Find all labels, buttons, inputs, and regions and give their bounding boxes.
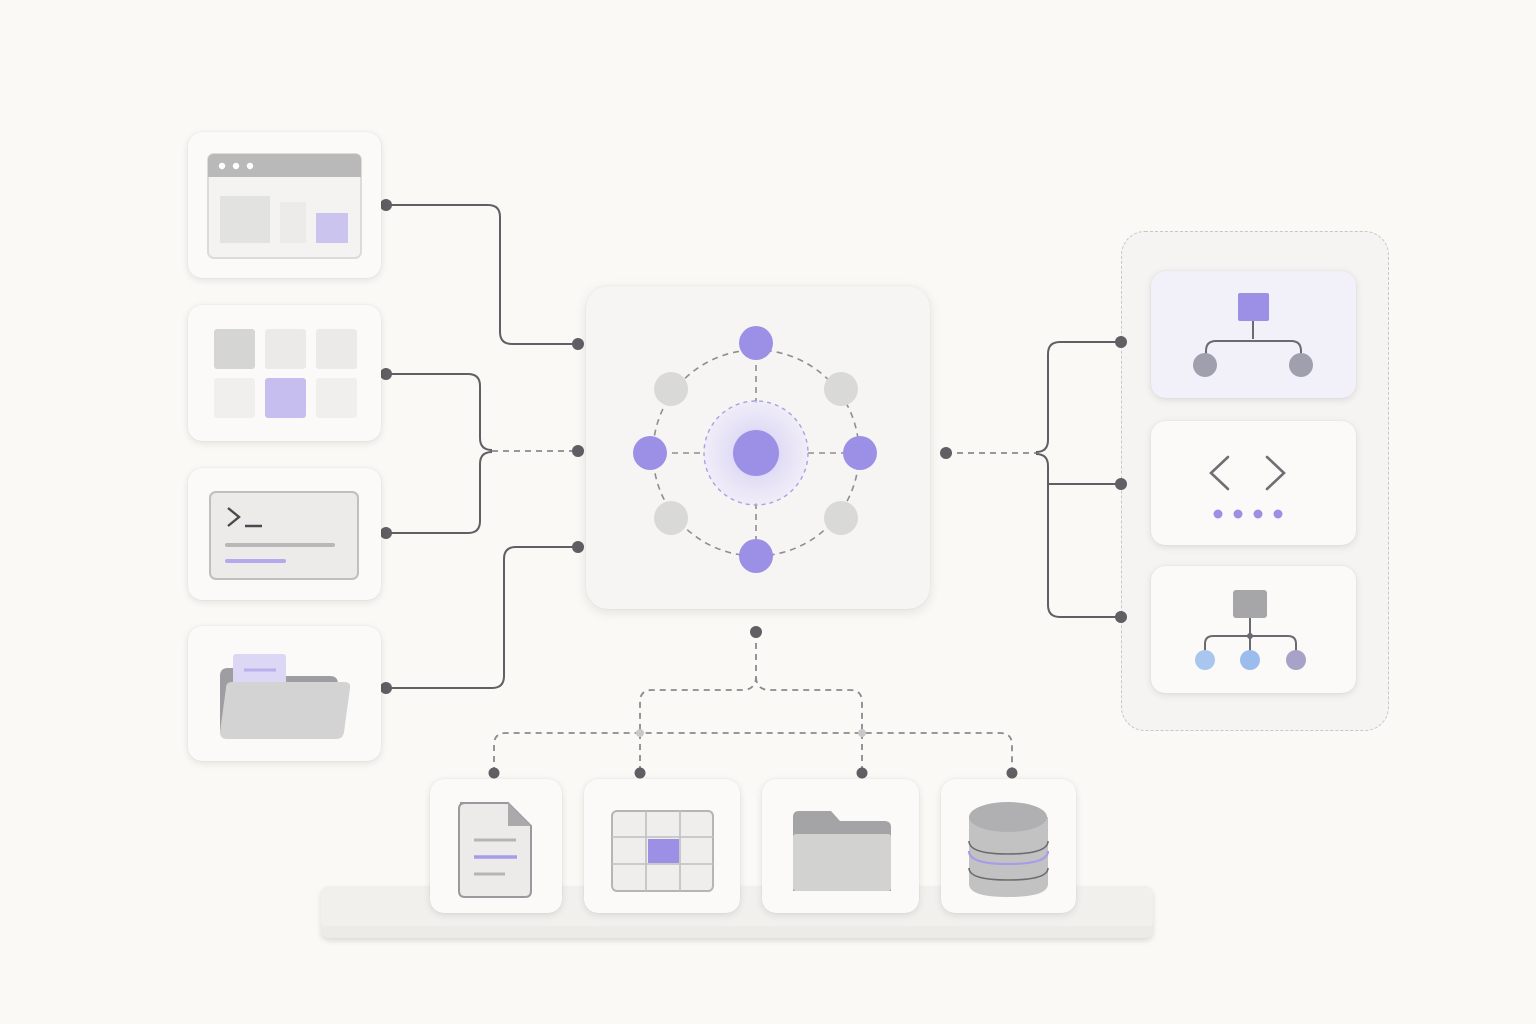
grid-layout-card[interactable] [188,305,381,441]
table-card[interactable] [584,779,740,913]
connector-bottom-mid [639,733,863,773]
table-grid-icon [611,810,714,892]
browser-window-icon [207,153,362,259]
folder-icon [793,811,891,891]
open-folder-icon [220,654,351,739]
tree-structure-icon [1195,590,1306,670]
connector-browser-hub [386,204,578,345]
connector-hub-hierarchy [1035,341,1121,453]
code-card[interactable] [1151,421,1356,545]
central-hub-card[interactable] [586,286,930,609]
connector-terminal-hub [386,451,493,534]
connector-folder-hub [386,546,578,689]
database-card[interactable] [941,779,1076,913]
folder-card[interactable] [188,626,381,761]
code-brackets-icon [1209,455,1286,519]
connector-bottom-bus [493,732,1013,773]
terminal-card[interactable] [188,468,381,600]
grid-layout-icon [214,329,357,418]
connector-hub-bottom [639,632,863,733]
network-hub-icon [633,326,877,573]
document-card[interactable] [430,779,562,913]
folder-shelf-card[interactable] [762,779,919,913]
terminal-icon [209,491,359,580]
hierarchy-icon [1193,293,1313,377]
connector-hub-code [1035,453,1121,485]
document-icon [458,802,532,898]
connector-grid-hub [386,373,493,451]
tree-card[interactable] [1151,566,1356,693]
database-icon [967,802,1050,897]
hierarchy-card[interactable] [1151,271,1356,398]
connector-hub-tree [1047,480,1121,618]
browser-window-card[interactable] [188,132,381,278]
